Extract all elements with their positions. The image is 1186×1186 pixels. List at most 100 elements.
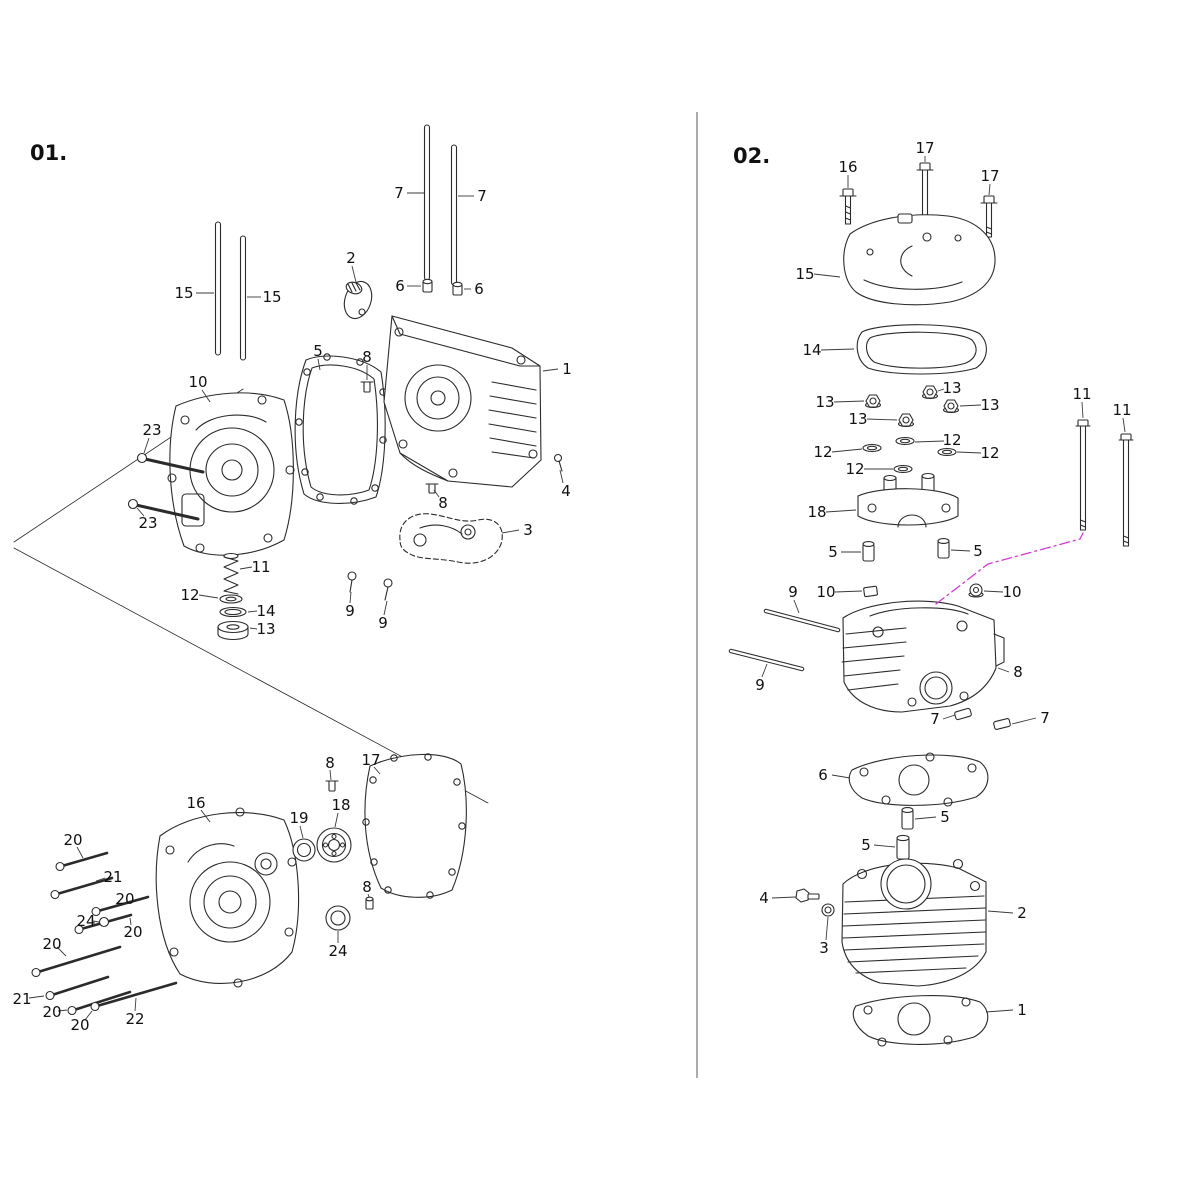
callout-label-18: 18: [807, 503, 826, 521]
part-gasket-5: [294, 353, 387, 505]
callout-label-12: 12: [813, 443, 832, 461]
callout-label-16: 16: [186, 794, 205, 812]
callout-label-20: 20: [42, 935, 61, 953]
callout-label-14: 14: [256, 602, 275, 620]
callout-label-12: 12: [845, 460, 864, 478]
leader-line: [942, 714, 956, 720]
leader-line: [950, 549, 971, 552]
leader-line: [914, 440, 945, 443]
leader-line: [559, 469, 564, 484]
leader-line: [987, 910, 1014, 914]
part-washer-3: [821, 903, 835, 917]
callout-label-7: 7: [477, 187, 487, 205]
callout-label-4: 4: [561, 482, 571, 500]
callout-label-15: 15: [795, 265, 814, 283]
callout-label-17: 17: [361, 751, 380, 769]
leader-line: [334, 812, 339, 828]
callout-label-9: 9: [788, 583, 798, 601]
callout-label-11: 11: [1112, 401, 1131, 419]
section-02-title: 02.: [733, 144, 770, 168]
callout-label-8: 8: [438, 494, 448, 512]
leader-line: [501, 529, 520, 534]
callout-label-12: 12: [942, 431, 961, 449]
leader-line: [825, 509, 857, 513]
callout-label-12: 12: [980, 444, 999, 462]
callout-label-20: 20: [115, 890, 134, 908]
leader-line: [983, 590, 1004, 593]
callout-label-13: 13: [942, 379, 961, 397]
part-washer-12: [219, 594, 243, 604]
leader-line: [143, 437, 150, 454]
callout-label-23: 23: [138, 514, 157, 532]
callout-label-5: 5: [973, 542, 983, 560]
leader-line: [873, 844, 896, 848]
leader-line: [959, 404, 982, 407]
part-stud-11: [1075, 419, 1134, 547]
part-cylinder-2: [841, 858, 987, 987]
callout-label-8: 8: [362, 878, 372, 896]
leader-line: [249, 627, 258, 630]
callout-label-1: 1: [1017, 1001, 1027, 1019]
assembly-01-crankcase: [13, 124, 563, 1016]
leader-line: [831, 448, 863, 453]
callout-label-7: 7: [1040, 709, 1050, 727]
leader-line: [956, 451, 982, 454]
callout-label-10: 10: [816, 583, 835, 601]
part-ring-14: [219, 606, 247, 618]
leader-line: [833, 400, 865, 403]
part-gear-13: [217, 620, 249, 641]
leader-line: [95, 877, 106, 882]
leader-line: [1011, 717, 1037, 725]
callout-label-13: 13: [980, 396, 999, 414]
callout-label-1: 1: [562, 360, 572, 378]
part-crankcase-1: [383, 315, 542, 488]
leader-line: [761, 663, 768, 678]
callout-label-22: 22: [125, 1010, 144, 1028]
leader-line: [985, 1009, 1014, 1013]
callout-label-2: 2: [1017, 904, 1027, 922]
callout-label-19: 19: [289, 809, 308, 827]
part-bolt-8-bottom: [325, 780, 374, 910]
leader-line: [200, 809, 211, 823]
leader-line: [988, 183, 991, 196]
leader-line: [349, 591, 352, 604]
callout-label-4: 4: [759, 889, 769, 907]
callout-label-6: 6: [474, 280, 484, 298]
part-gasket-6: [848, 752, 989, 807]
leader-line: [997, 667, 1010, 673]
callout-label-15: 15: [262, 288, 281, 306]
callout-label-13: 13: [815, 393, 834, 411]
part-rod-9: [728, 608, 841, 672]
callout-label-23: 23: [142, 421, 161, 439]
callout-label-21: 21: [103, 868, 122, 886]
leader-line: [239, 566, 253, 570]
leader-line: [542, 368, 559, 372]
callout-label-9: 9: [345, 602, 355, 620]
part-spring-11: [223, 552, 239, 595]
part-valve-cover-15: [843, 213, 996, 306]
leader-line: [1081, 401, 1084, 419]
section-01-title: 01.: [30, 141, 67, 165]
callout-label-13: 13: [256, 620, 275, 638]
part-dowel-7: [954, 707, 1011, 730]
callout-label-5: 5: [861, 836, 871, 854]
leader-line: [76, 846, 84, 859]
callout-label-6: 6: [818, 766, 828, 784]
callout-label-20: 20: [123, 923, 142, 941]
callout-label-12: 12: [180, 586, 199, 604]
part-bolt-9: [347, 571, 393, 601]
leader-line: [831, 774, 851, 779]
leader-line: [834, 590, 863, 593]
callout-label-7: 7: [930, 710, 940, 728]
leader-line: [373, 766, 381, 775]
callout-label-13: 13: [848, 410, 867, 428]
assembly-02-cylinder-head: [728, 162, 1134, 1047]
callout-label-5: 5: [313, 342, 323, 360]
callout-label-20: 20: [70, 1016, 89, 1034]
leader-line: [317, 358, 321, 371]
callout-label-16: 16: [838, 158, 857, 176]
callout-label-18: 18: [331, 796, 350, 814]
leader-line: [28, 995, 45, 999]
